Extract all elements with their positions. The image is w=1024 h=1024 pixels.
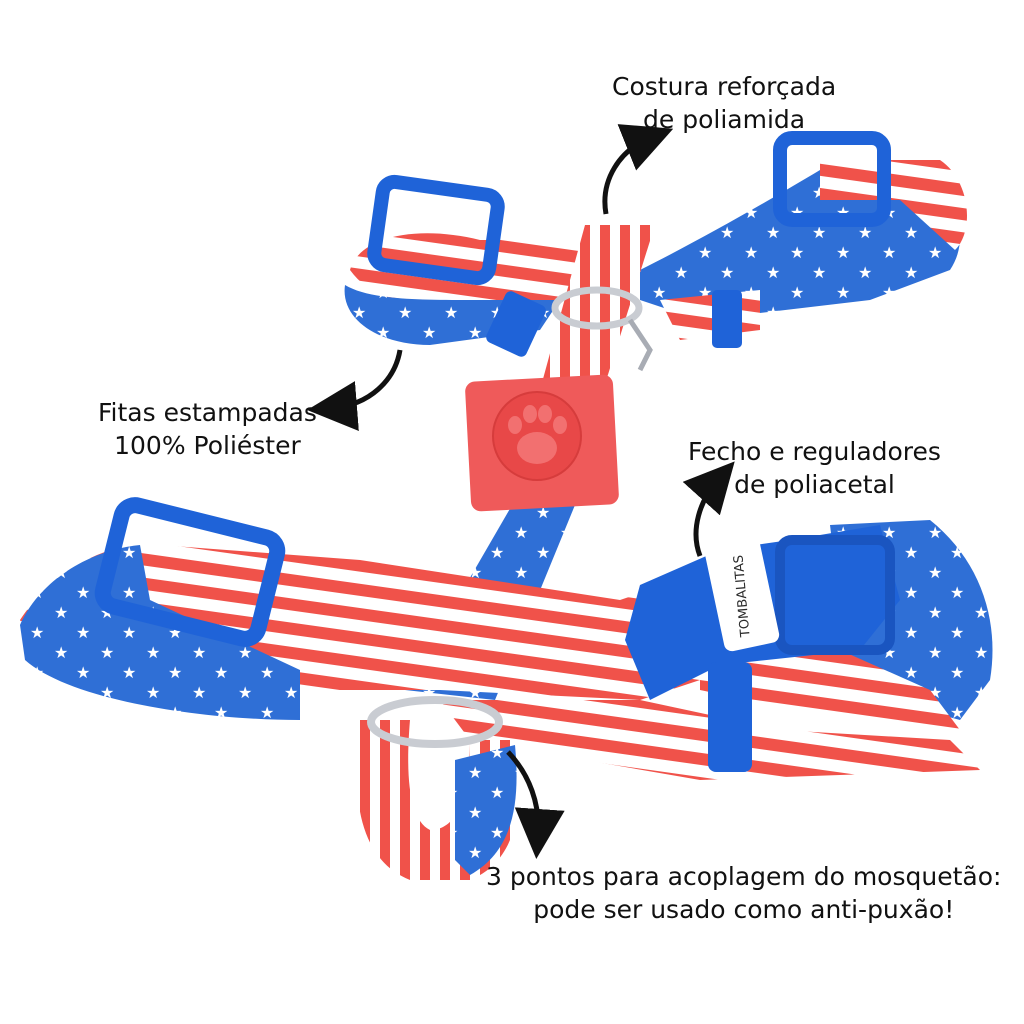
straps-annotation: Fitas estampadas 100% Poliéster <box>98 396 317 462</box>
side-release-buckle: TOMBALITAS <box>625 525 900 700</box>
buckle-annotation: Fecho e reguladores de poliacetal <box>688 435 941 501</box>
brand-logo-text: TOMBALITAS <box>731 554 753 638</box>
arrow-icon <box>602 124 674 215</box>
paw-icon <box>508 405 567 464</box>
top-d-ring <box>551 286 643 330</box>
lower-left-adjuster <box>94 497 286 647</box>
bottom-loop <box>356 720 520 880</box>
strap-keeper <box>486 291 546 357</box>
stitching-annotation-line1: Costura reforçada <box>612 72 837 101</box>
buckle-annotation-line1: Fecho e reguladores <box>688 437 941 466</box>
upper-right-adjuster <box>773 131 891 227</box>
straps-annotation-line2: 100% Poliéster <box>114 431 301 460</box>
rings-annotation-line2: pode ser usado como anti-puxão! <box>533 895 955 924</box>
strap-keeper <box>712 290 742 348</box>
bottom-d-ring <box>367 696 503 748</box>
strap-keeper <box>708 662 752 772</box>
buckle-annotation-line2: de poliacetal <box>734 470 895 499</box>
stitching-annotation: Costura reforçada de poliamida <box>612 70 836 136</box>
straps-annotation-line1: Fitas estampadas <box>98 398 317 427</box>
rings-annotation: 3 pontos para acoplagem do mosquetão: po… <box>486 860 1001 926</box>
upper-left-adjuster <box>367 174 505 286</box>
arrow-icon <box>307 349 403 431</box>
rings-annotation-line1: 3 pontos para acoplagem do mosquetão: <box>486 862 1002 891</box>
arrow-icon <box>682 461 735 557</box>
stitching-annotation-line2: de poliamida <box>643 105 806 134</box>
paw-plate <box>465 374 619 512</box>
arrow-icon <box>506 750 565 859</box>
brand-logo <box>704 536 780 652</box>
